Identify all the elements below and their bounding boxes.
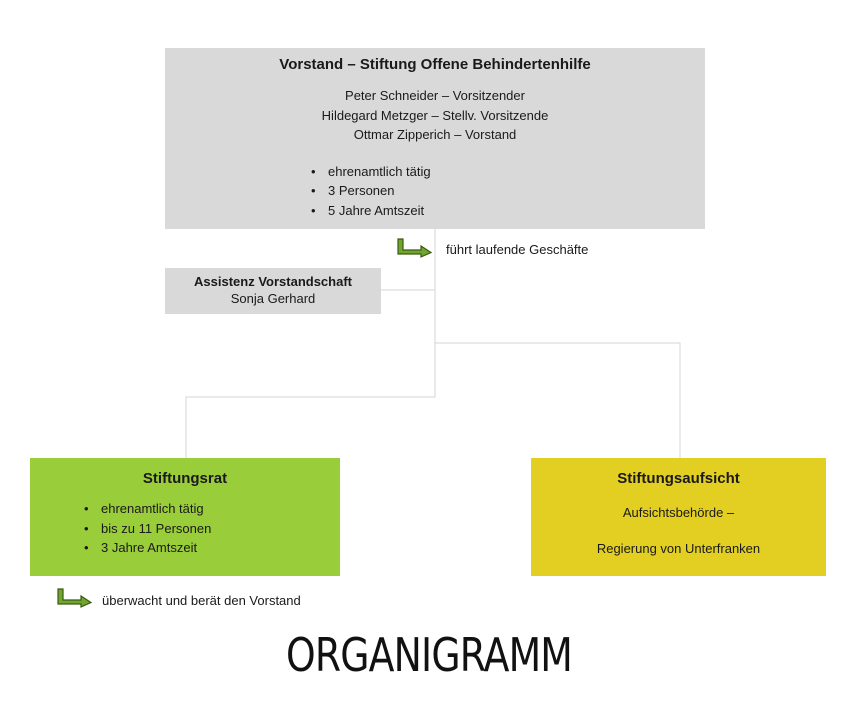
stiftungsaufsicht-title: Stiftungsaufsicht <box>617 470 740 487</box>
stiftungsrat-annotation: überwacht und berät den Vorstand <box>57 587 301 608</box>
vorstand-title: Vorstand – Stiftung Offene Behindertenhi… <box>279 56 591 73</box>
vorstand-member: Hildegard Metzger – Stellv. Vorsitzende <box>321 107 549 123</box>
bent-arrow-right-icon <box>397 238 433 258</box>
connector-to-stiftungsrat <box>185 343 436 458</box>
assistenz-name: Sonja Gerhard <box>230 291 316 306</box>
vorstand-bullet: 5 Jahre Amtszeit <box>311 201 705 221</box>
stiftungsrat-bullet: bis zu 11 Personen <box>84 519 340 539</box>
vorstand-member: Ottmar Zipperich – Vorstand <box>353 127 517 142</box>
assistenz-box: Assistenz Vorstandschaft Sonja Gerhard <box>165 268 381 314</box>
stiftungsrat-annotation-text: überwacht und berät den Vorstand <box>102 593 301 608</box>
vorstand-bullet: 3 Personen <box>311 181 705 201</box>
page-title: ORGANIGRAMM <box>285 628 573 682</box>
stiftungsaufsicht-box: Stiftungsaufsicht Aufsichtsbehörde – Reg… <box>531 458 826 576</box>
vorstand-bullet-list: ehrenamtlich tätig 3 Personen 5 Jahre Am… <box>311 162 705 221</box>
stiftungsrat-title: Stiftungsrat <box>142 470 228 487</box>
vorstand-box: Vorstand – Stiftung Offene Behindertenhi… <box>165 48 705 229</box>
stiftungsrat-box: Stiftungsrat ehrenamtlich tätig bis zu 1… <box>30 458 340 576</box>
assistenz-title: Assistenz Vorstandschaft <box>194 274 352 289</box>
stiftungsrat-bullet-list: ehrenamtlich tätig bis zu 11 Personen 3 … <box>84 499 340 558</box>
vorstand-bullet: ehrenamtlich tätig <box>311 162 705 182</box>
connector-to-stiftungsaufsicht <box>435 342 681 458</box>
bent-arrow-right-icon <box>57 587 93 608</box>
vorstand-annotation-text: führt laufende Geschäfte <box>446 241 589 257</box>
vorstand-member: Peter Schneider – Vorsitzender <box>345 88 525 103</box>
stiftungsaufsicht-line: Regierung von Unterfranken <box>596 540 761 556</box>
vorstand-members: Peter Schneider – Vorsitzender Hildegard… <box>165 86 705 145</box>
stiftungsaufsicht-line: Aufsichtsbehörde – <box>622 505 735 520</box>
vorstand-annotation: führt laufende Geschäfte <box>397 238 588 258</box>
stiftungsrat-bullet: 3 Jahre Amtszeit <box>84 538 340 558</box>
stiftungsrat-bullet: ehrenamtlich tätig <box>84 499 340 519</box>
